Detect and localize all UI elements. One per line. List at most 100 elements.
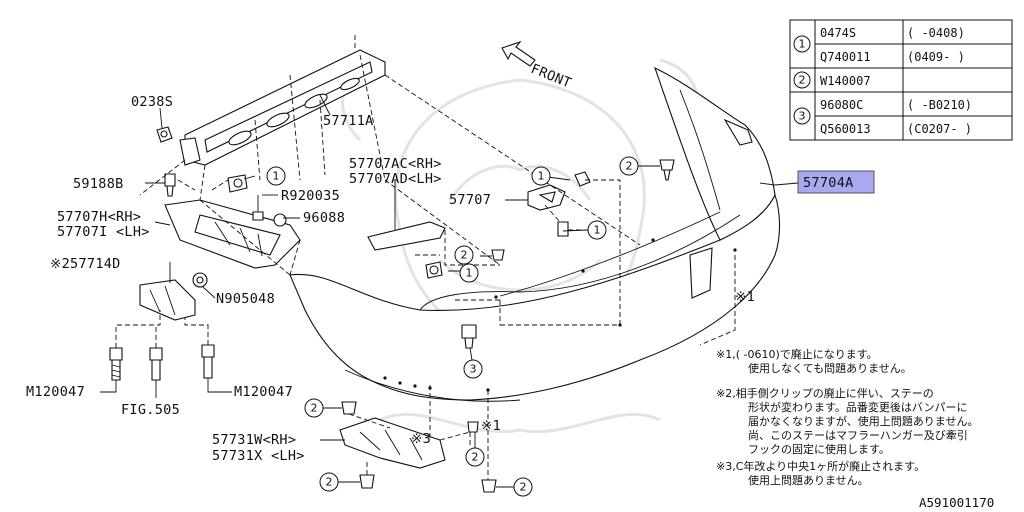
label-59188b: 59188B — [73, 176, 124, 192]
label-57707i: 57707I <LH> — [57, 224, 150, 240]
table-row-4-part: 96080C — [820, 98, 863, 112]
table-row-4-range: ( -B0210) — [907, 98, 972, 112]
callout-2-stay-top: 2 — [304, 398, 324, 418]
callout-2-mid: 2 — [454, 245, 474, 265]
svg-text:1: 1 — [273, 170, 280, 183]
svg-text:3: 3 — [470, 363, 477, 376]
clip-ref2-top[interactable] — [659, 159, 675, 181]
clip-ref1-center[interactable] — [557, 221, 569, 237]
clip-ref2-stay-top[interactable] — [341, 401, 357, 415]
nut-n905048[interactable] — [192, 272, 208, 288]
assembly-guide-lines — [139, 35, 736, 480]
svg-text:1: 1 — [799, 38, 806, 51]
label-96088: 96088 — [303, 210, 345, 226]
parts-reference-table: 1 2 3 0474S ( -0408) Q740011 (0409- ) W1… — [789, 19, 1013, 141]
callout-2-stay-right: 2 — [465, 447, 485, 467]
clip-ref2-stay-bottom[interactable] — [359, 474, 375, 489]
label-57707ac: 57707AC<RH> — [349, 156, 442, 172]
bolt-0238s[interactable] — [156, 126, 173, 143]
bolt-m120047-left[interactable] — [109, 347, 123, 381]
bumper-reinforcement-57711a[interactable] — [179, 49, 386, 166]
table-row-3-ref: 3 — [793, 107, 811, 125]
clip-59188b[interactable] — [164, 173, 176, 197]
label-mark3-bottom: ※3 — [411, 431, 431, 447]
clip-ref1-left[interactable] — [227, 174, 248, 193]
callout-1-center-top: 1 — [531, 166, 551, 186]
screw-r920035[interactable] — [252, 195, 264, 221]
leader-lines — [145, 94, 799, 488]
label-57707: 57707 — [449, 192, 491, 208]
label-mark1-bottom: ※1 — [481, 418, 501, 434]
table-row-3-part: W140007 — [820, 74, 871, 88]
label-57711a: 57711A — [323, 113, 374, 129]
label-0238s: 0238S — [131, 94, 173, 110]
table-row-2-ref: 2 — [793, 71, 811, 89]
svg-text:2: 2 — [311, 402, 318, 415]
svg-text:1: 1 — [466, 267, 473, 280]
screw-ref3[interactable] — [461, 324, 477, 349]
table-row-2-part: Q740011 — [820, 50, 871, 64]
note-2-line-2: 形状が変わります。品番変更後はバンパーに — [748, 400, 967, 414]
svg-text:3: 3 — [799, 110, 806, 123]
callout-2-bottom-right: 2 — [513, 477, 533, 497]
table-row-1-part: 0474S — [820, 26, 856, 40]
label-mark1-right: ※1 — [735, 289, 755, 305]
bracket-57707[interactable] — [527, 171, 591, 211]
svg-text:1: 1 — [594, 224, 601, 237]
table-row-5-part: Q560013 — [820, 122, 871, 136]
note-1-line-1: ※1,( -0610)で廃止になります。 — [716, 347, 878, 361]
clip-ref1-bumper[interactable] — [425, 261, 443, 279]
label-r920035: R920035 — [281, 188, 340, 204]
note-3-line-1: ※3,C年改より中央1ヶ所が廃止されます。 — [716, 459, 925, 473]
svg-text:2: 2 — [326, 476, 333, 489]
label-57731x: 57731X <LH> — [212, 448, 305, 464]
callout-2-stay-bottom: 2 — [319, 472, 339, 492]
callout-2-top: 2 — [619, 156, 639, 176]
note-2-line-4: 尚、このステーはマフラーハンガー及び牽引 — [748, 428, 968, 442]
callout-3-mid: 3 — [463, 359, 483, 379]
front-arrow-icon — [501, 40, 536, 67]
label-m120047-right: M120047 — [234, 384, 293, 400]
note-3-line-2: 使用上問題ありません。 — [748, 474, 869, 487]
diagram-id: A591001170 — [919, 495, 994, 510]
bolt-fig505[interactable] — [149, 347, 163, 381]
rear-bumper-cover-57704a[interactable] — [289, 66, 781, 402]
label-257714d: ※257714D — [50, 256, 121, 272]
svg-text:1: 1 — [538, 170, 545, 183]
notes-block: ※1,( -0610)で廃止になります。 使用しなくても問題ありません。 ※2,… — [716, 347, 978, 487]
note-2-line-1: ※2,相手側クリップの廃止に伴い、ステーの — [716, 386, 934, 400]
callout-1-left: 1 — [266, 166, 286, 186]
callout-1-center-bottom: 1 — [587, 220, 607, 240]
label-57731w: 57731W<RH> — [212, 432, 296, 448]
label-n905048: N905048 — [216, 291, 275, 307]
bracket-57707ac[interactable] — [367, 180, 446, 251]
stay-257714d[interactable] — [139, 279, 196, 321]
label-57707ad: 57707AD<LH> — [349, 171, 442, 187]
label-57704a: 57704A — [803, 175, 854, 191]
callout-1-mid: 1 — [459, 263, 479, 283]
table-row-1-range: ( -0408) — [907, 26, 965, 40]
table-row-2-range: (0409- ) — [907, 50, 965, 64]
clip-ref2-bottom-right[interactable] — [481, 479, 497, 493]
label-m120047-left: M120047 — [26, 384, 85, 400]
highlight-57704a[interactable]: 57704A — [797, 170, 875, 194]
svg-text:2: 2 — [520, 481, 527, 494]
clip-96088[interactable] — [273, 213, 287, 227]
label-fig505: FIG.505 — [121, 402, 180, 418]
svg-text:2: 2 — [472, 451, 479, 464]
label-57707h: 57707H<RH> — [57, 209, 141, 225]
note-2-line-3: 届かなくなりますが、使用上問題ありません。 — [748, 414, 978, 428]
clip-ref2-mid[interactable] — [491, 249, 505, 261]
svg-text:2: 2 — [626, 160, 633, 173]
table-row-5-range: (C0207- ) — [907, 122, 972, 136]
lower-stay-57731w[interactable] — [339, 417, 446, 469]
side-bracket-57707h[interactable] — [164, 199, 301, 269]
clip-bottom-ref1[interactable] — [467, 421, 479, 433]
bolt-m120047-right[interactable] — [201, 344, 215, 379]
svg-text:2: 2 — [799, 74, 806, 87]
note-2-line-5: フックの固定に使用します。 — [748, 442, 890, 456]
note-1-line-2: 使用しなくても問題ありません。 — [748, 362, 912, 375]
svg-text:2: 2 — [461, 249, 468, 262]
table-row-1-ref: 1 — [793, 35, 811, 53]
